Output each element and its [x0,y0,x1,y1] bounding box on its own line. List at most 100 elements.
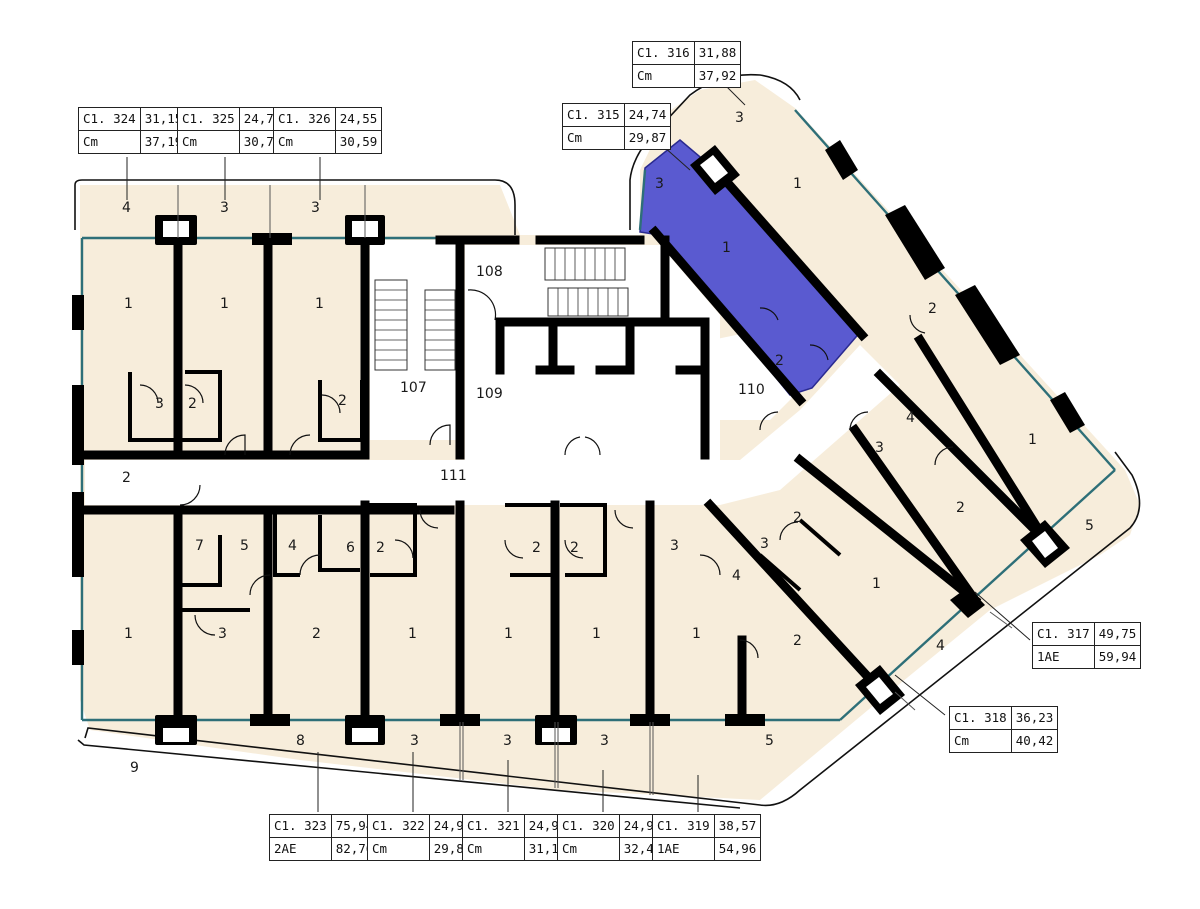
room-number: 3 [155,396,164,412]
apartment-type: Cm [563,127,625,149]
apartment-area: 24,74 [239,108,286,131]
room-number: 2 [188,396,197,412]
apartment-type: Cm [79,131,141,153]
room-number: 8 [296,733,305,749]
facade-blocks-diagonal [690,140,1085,715]
room-number: 1 [504,626,513,642]
room-number: 1 [124,296,133,312]
room-number: 7 [195,538,204,554]
apartment-area: 38,57 [714,815,761,838]
room-number: 2 [570,540,579,556]
room-number: 3 [735,110,744,126]
apartment-code: С1. 322 [368,815,430,838]
apartment-type: Cm [274,131,336,153]
room-number: 4 [936,638,945,654]
apartment-total: 54,96 [718,841,757,856]
apartment-total: 59,94 [1098,649,1137,664]
apartment-total: 32,49 [623,841,662,856]
apartment-label-315[interactable]: С1. 315 24,74 Cm 29,87 [562,103,672,150]
corridor-area [85,345,900,505]
highlighted-apartment[interactable] [639,139,864,396]
apartment-total: 29,87 [628,130,667,145]
apartment-code: С1. 319 [653,815,715,838]
walls [75,165,1052,723]
room-number: 2 [312,626,321,642]
apartment-label-326[interactable]: С1. 326 24,55 Cm 30,59 [273,107,383,154]
apartment-total: 40,42 [1015,733,1054,748]
core-area [712,330,800,420]
room-number: 3 [655,176,664,192]
apartment-code: С1. 315 [563,104,625,127]
apartment-label-316[interactable]: С1. 316 31,88 Cm 37,92 [632,41,742,88]
apartment-label-318[interactable]: С1. 318 36,23 Cm 40,42 [949,706,1059,753]
service-room-label: 109 [476,386,503,402]
apartment-type: Cm [368,838,430,860]
apartment-type: Cm [950,730,1012,752]
apartment-type: Cm [558,838,620,860]
apartment-area: 49,75 [1094,623,1141,646]
apartment-label-322[interactable]: С1. 322 24,99 Cm 29,84 [367,814,477,861]
room-number: 4 [288,538,297,554]
room-number: 6 [346,540,355,556]
room-number: 3 [218,626,227,642]
apartment-code: С1. 323 [270,815,332,838]
apartment-area: 24,55 [335,108,382,131]
apartment-label-319[interactable]: С1. 319 38,57 1AE 54,96 [652,814,762,861]
apartment-total: 30,78 [243,134,282,149]
room-number: 2 [532,540,541,556]
apartment-label-325[interactable]: С1. 325 24,74 Cm 30,78 [177,107,287,154]
apartment-code: С1. 326 [274,108,336,131]
apartment-total: 29,84 [433,841,472,856]
room-number: 5 [1085,518,1094,534]
apartment-area: 24,74 [624,104,671,127]
room-number: 1 [793,176,802,192]
room-number: 1 [1028,432,1037,448]
apartment-area: 24,99 [619,815,666,838]
room-number: 2 [122,470,131,486]
room-number: 4 [122,200,131,216]
core-area [465,245,720,460]
apartment-code: С1. 321 [463,815,525,838]
room-number: 5 [240,538,249,554]
room-number: 2 [775,353,784,369]
room-number: 4 [732,568,741,584]
room-number: 3 [670,538,679,554]
apartment-label-320[interactable]: С1. 320 24,99 Cm 32,49 [557,814,667,861]
apartment-code: С1. 325 [178,108,240,131]
room-number: 1 [408,626,417,642]
room-number: 3 [600,733,609,749]
apartment-type: Cm [633,65,695,87]
room-number: 1 [220,296,229,312]
apartment-label-317[interactable]: С1. 317 49,75 1AE 59,94 [1032,622,1142,669]
apartment-type: 1AE [653,838,715,860]
apartment-total: 31,16 [528,841,567,856]
apartment-label-324[interactable]: С1. 324 31,15 Cm 37,19 [78,107,188,154]
room-number: 5 [765,733,774,749]
apartment-total: 37,92 [698,68,737,83]
room-number: 1 [315,296,324,312]
apartment-label-321[interactable]: С1. 321 24,98 Cm 31,16 [462,814,572,861]
room-number: 3 [220,200,229,216]
room-number: 9 [130,760,139,776]
pillar-inner [700,155,1058,704]
apartment-area: 31,15 [140,108,187,131]
room-number: 3 [410,733,419,749]
apartment-code: С1. 316 [633,42,695,65]
stair-treads [375,248,619,361]
room-number: 3 [503,733,512,749]
room-number: 1 [124,626,133,642]
apartment-type: 2AE [270,838,332,860]
room-number: 2 [793,510,802,526]
apartment-type: 1AE [1033,646,1095,668]
balcony-dividers [177,185,1013,795]
service-room-label: 107 [400,380,427,396]
room-number: 2 [793,633,802,649]
room-number: 1 [592,626,601,642]
apartment-code: С1. 320 [558,815,620,838]
apartment-label-323[interactable]: С1. 323 75,94 2AE 82,76 [269,814,379,861]
apartment-total: 82,76 [335,841,374,856]
partitions [128,370,842,612]
room-number: 2 [376,540,385,556]
room-number: 3 [875,440,884,456]
